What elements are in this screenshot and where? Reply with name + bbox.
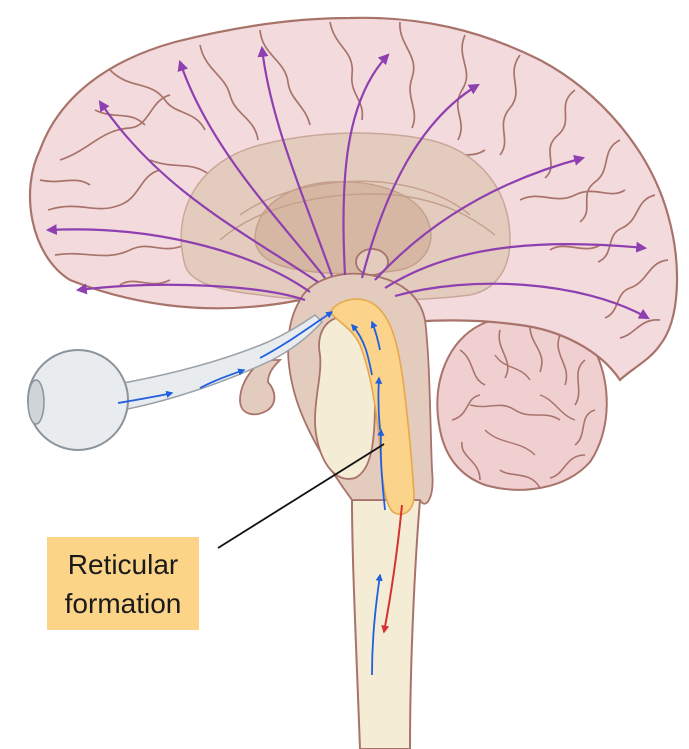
reticular-formation-label: Reticular formation <box>47 537 199 630</box>
label-line-1: Reticular <box>68 545 178 584</box>
label-line-2: formation <box>65 584 182 623</box>
eye-icon <box>28 350 128 450</box>
